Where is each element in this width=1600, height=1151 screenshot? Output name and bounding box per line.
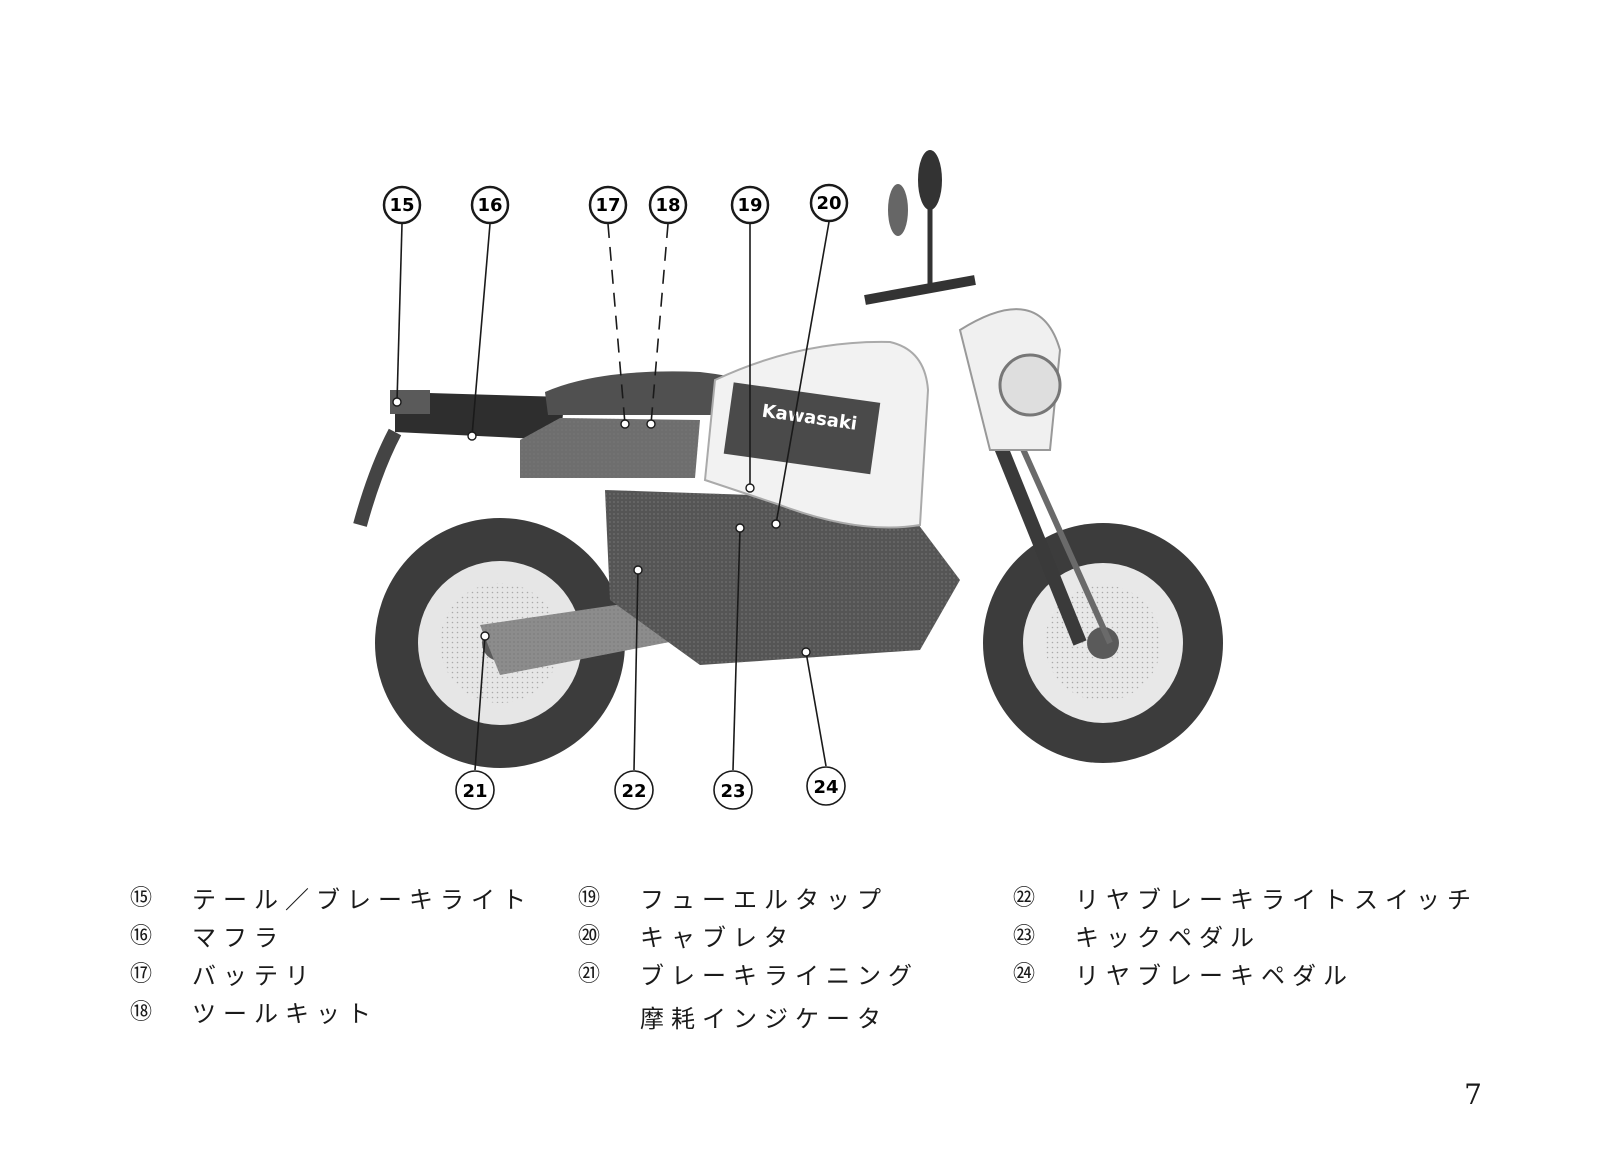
legend-label: ツールキット <box>192 1000 378 1028</box>
callout-16: 16 <box>470 185 510 225</box>
callout-24: 24 <box>806 766 846 806</box>
motorcycle-figure: Kawasaki 1 <box>353 150 1223 810</box>
callout-lines <box>396 221 830 771</box>
legend-number: ㉓ <box>1013 924 1036 949</box>
svg-text:21: 21 <box>462 781 487 802</box>
callout-15: 15 <box>382 185 422 225</box>
legend-item-24: ㉔ リヤブレーキペダル <box>1013 956 1478 994</box>
legend-item-20: ⑳ キャブレタ <box>578 918 919 956</box>
callout-20: 20 <box>809 183 849 223</box>
legend-label: リヤブレーキライトスイッチ <box>1075 886 1478 914</box>
legend-column-2: ⑲ フューエルタップ ⑳ キャブレタ ㉑ ブレーキライニング 摩耗インジケータ <box>578 880 919 1034</box>
legend-number: ⑯ <box>130 924 153 949</box>
svg-text:19: 19 <box>737 195 762 216</box>
legend-column-1: ⑮ テール／ブレーキライト ⑯ マフラ ⑰ バッテリ ⑱ ツールキット <box>130 880 533 1032</box>
legend-number: ⑰ <box>130 962 153 987</box>
legend-label: フューエルタップ <box>640 886 888 914</box>
legend-number: ⑮ <box>130 886 153 911</box>
motorcycle-photo: Kawasaki <box>353 150 1223 768</box>
svg-text:24: 24 <box>813 777 838 798</box>
callout-19: 19 <box>730 185 770 225</box>
callout-17: 17 <box>588 185 628 225</box>
page-number: 7 <box>1464 1078 1482 1111</box>
callout-dots <box>392 397 811 657</box>
svg-text:16: 16 <box>477 195 502 216</box>
callout-21: 21 <box>455 770 495 810</box>
legend-label: マフラ <box>192 924 285 952</box>
legend-item-21: ㉑ ブレーキライニング 摩耗インジケータ <box>578 956 919 1034</box>
legend-label-line-1: ブレーキライニング <box>640 962 919 990</box>
legend-label: リヤブレーキペダル <box>1075 962 1354 990</box>
legend-item-19: ⑲ フューエルタップ <box>578 880 919 918</box>
legend-number: ⑳ <box>578 924 601 949</box>
legend-item-15: ⑮ テール／ブレーキライト <box>130 880 533 918</box>
legend-item-18: ⑱ ツールキット <box>130 994 533 1032</box>
legend-label: キックペダル <box>1075 924 1261 952</box>
legend-item-22: ㉒ リヤブレーキライトスイッチ <box>1013 880 1478 918</box>
callout-23: 23 <box>713 770 753 810</box>
legend-label-line-2: 摩耗インジケータ <box>640 1005 888 1033</box>
legend-column-3: ㉒ リヤブレーキライトスイッチ ㉓ キックペダル ㉔ リヤブレーキペダル <box>1013 880 1478 994</box>
legend-number: ㉑ <box>578 962 601 987</box>
legend-number: ㉔ <box>1013 962 1036 987</box>
legend-label: ブレーキライニング 摩耗インジケータ <box>640 956 919 1034</box>
legend-item-23: ㉓ キックペダル <box>1013 918 1478 956</box>
legend-label: バッテリ <box>192 962 316 990</box>
svg-text:15: 15 <box>389 195 414 216</box>
svg-text:22: 22 <box>621 781 646 802</box>
callout-18: 18 <box>648 185 688 225</box>
callout-22: 22 <box>614 770 654 810</box>
legend-item-17: ⑰ バッテリ <box>130 956 533 994</box>
legend-number: ⑱ <box>130 1000 153 1025</box>
legend-label: キャブレタ <box>640 924 795 952</box>
legend-number: ⑲ <box>578 886 601 911</box>
legend-item-16: ⑯ マフラ <box>130 918 533 956</box>
legend-number: ㉒ <box>1013 886 1036 911</box>
svg-text:17: 17 <box>595 195 620 216</box>
svg-text:18: 18 <box>655 195 680 216</box>
svg-text:23: 23 <box>720 781 745 802</box>
legend-label: テール／ブレーキライト <box>192 886 533 914</box>
svg-text:20: 20 <box>816 193 841 214</box>
